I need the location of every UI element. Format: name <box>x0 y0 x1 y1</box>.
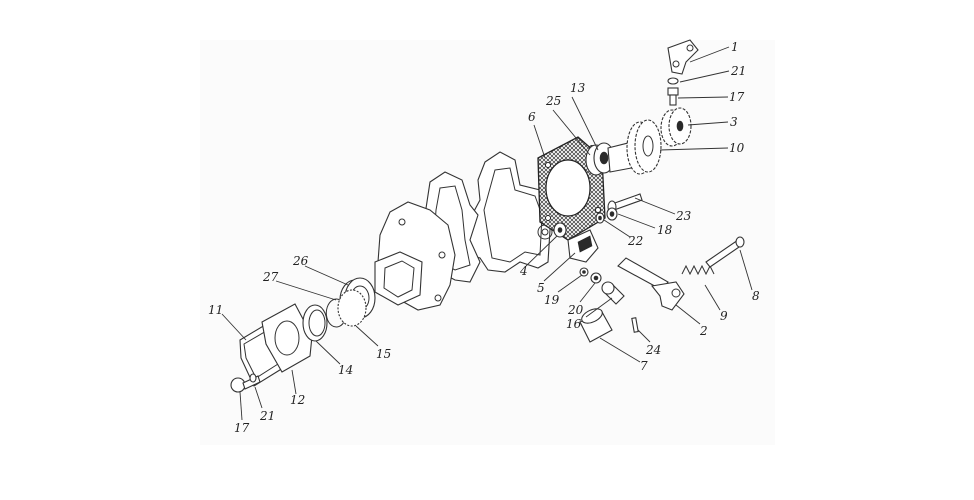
leader-lines <box>221 46 753 421</box>
label-8: 8 <box>752 289 760 303</box>
label-17-top: 17 <box>729 90 745 104</box>
label-12: 12 <box>290 393 305 407</box>
seal-14 <box>302 304 328 342</box>
label-7: 7 <box>640 359 648 373</box>
label-24: 24 <box>645 343 661 357</box>
label-9: 9 <box>720 309 728 323</box>
label-18: 18 <box>657 223 673 237</box>
washer-21-top <box>667 77 679 85</box>
washer-18 <box>606 207 618 221</box>
label-17-bottom: 17 <box>234 421 250 435</box>
washer-22 <box>595 212 605 224</box>
label-3: 3 <box>730 115 738 129</box>
part-labels: 1 2 3 4 5 6 7 8 9 10 11 12 13 14 15 16 1… <box>208 40 760 435</box>
label-10: 10 <box>729 141 745 155</box>
pin-24 <box>631 317 639 333</box>
label-26: 26 <box>292 254 309 268</box>
label-22: 22 <box>627 234 643 248</box>
gear-3 <box>660 107 692 147</box>
bracket-5 <box>567 229 599 263</box>
gasket-12 <box>261 303 313 373</box>
label-25: 25 <box>545 94 561 108</box>
label-21-top: 21 <box>730 64 746 78</box>
label-19: 19 <box>544 293 560 307</box>
label-2: 2 <box>699 324 708 338</box>
lever-1 <box>667 39 699 75</box>
label-20: 20 <box>567 303 584 317</box>
label-14: 14 <box>338 363 353 377</box>
label-13: 13 <box>570 81 586 95</box>
label-11: 11 <box>208 303 223 317</box>
bolt-16 <box>601 281 625 305</box>
rod-8 <box>705 236 745 268</box>
label-23: 23 <box>675 209 692 223</box>
bushing-4 <box>553 222 567 238</box>
washer-21-bottom <box>249 373 257 383</box>
label-21-bottom: 21 <box>259 409 275 423</box>
gear-10 <box>626 119 662 175</box>
washer-19 <box>579 267 589 277</box>
housing-front-plate <box>374 201 456 311</box>
spring-9 <box>681 264 715 276</box>
bearing-15 <box>337 289 367 327</box>
label-6: 6 <box>528 110 536 124</box>
label-16: 16 <box>566 317 582 331</box>
label-27: 27 <box>262 270 279 284</box>
washer-20 <box>590 272 602 284</box>
label-1: 1 <box>731 40 739 54</box>
lever-shaft-2 <box>617 257 685 311</box>
label-4: 4 <box>519 264 528 278</box>
sleeve-7 <box>579 308 613 343</box>
bolt-17-top <box>667 87 679 106</box>
label-15: 15 <box>376 347 391 361</box>
label-5: 5 <box>537 281 545 295</box>
